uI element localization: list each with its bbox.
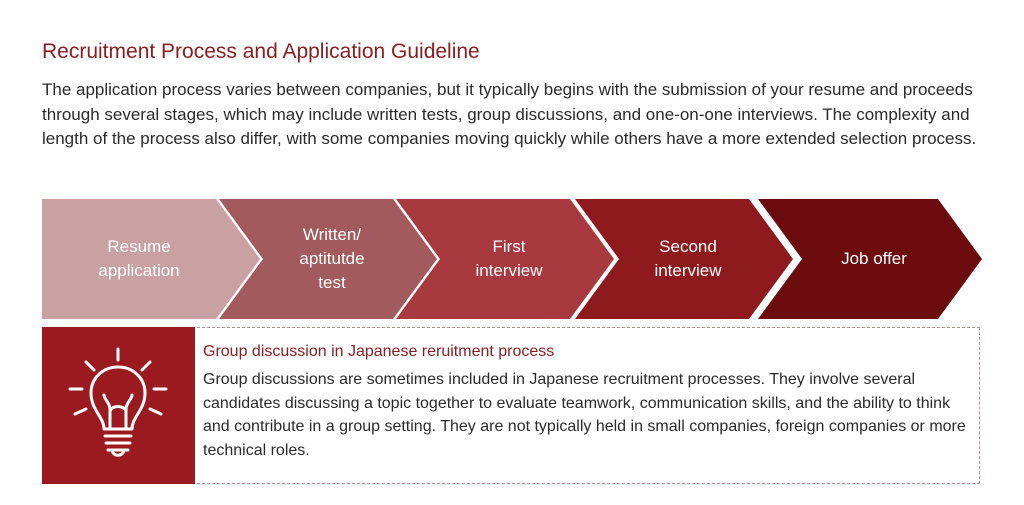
process-flow-arrows — [42, 199, 982, 319]
process-step-shape — [219, 199, 437, 319]
callout-title: Group discussion in Japanese reruitment … — [203, 343, 555, 360]
lightbulb-icon — [68, 347, 168, 457]
process-step-label-line: Job offer — [841, 249, 907, 268]
process-step-shape — [396, 199, 614, 319]
callout-icon-panel — [42, 327, 195, 484]
process-step-shape — [758, 199, 982, 319]
intro-paragraph: The application process varies between c… — [42, 80, 977, 148]
process-step-label: First interview — [439, 199, 579, 319]
process-step-shape — [42, 199, 260, 319]
process-step-label: Job offer — [804, 199, 944, 319]
info-callout: Group discussion in Japanese reruitment … — [42, 327, 980, 484]
process-flow: Resume application Written/aptitutde test Fi… — [0, 199, 1024, 319]
process-step-label-line: test — [318, 273, 346, 292]
process-step-label: Second interview — [618, 199, 758, 319]
process-step-label-line: interview — [654, 261, 722, 280]
process-step-label-line: Resume — [107, 237, 171, 256]
process-step-label-line: First — [492, 237, 526, 256]
process-step-label: Resume application — [69, 199, 209, 319]
process-step-label-line: Written/ — [302, 225, 362, 244]
process-step-label-line: Second — [659, 237, 717, 256]
process-step-label: Written/aptitutde test — [262, 199, 402, 319]
process-step-shape — [575, 199, 793, 319]
callout-text: Group discussions are sometimes included… — [203, 371, 966, 459]
process-step-label-line: aptitutde — [299, 249, 365, 268]
page-title: Recruitment Process and Application Guid… — [42, 40, 480, 63]
process-step-label-line: application — [98, 261, 180, 280]
process-step-label-line: interview — [475, 261, 543, 280]
